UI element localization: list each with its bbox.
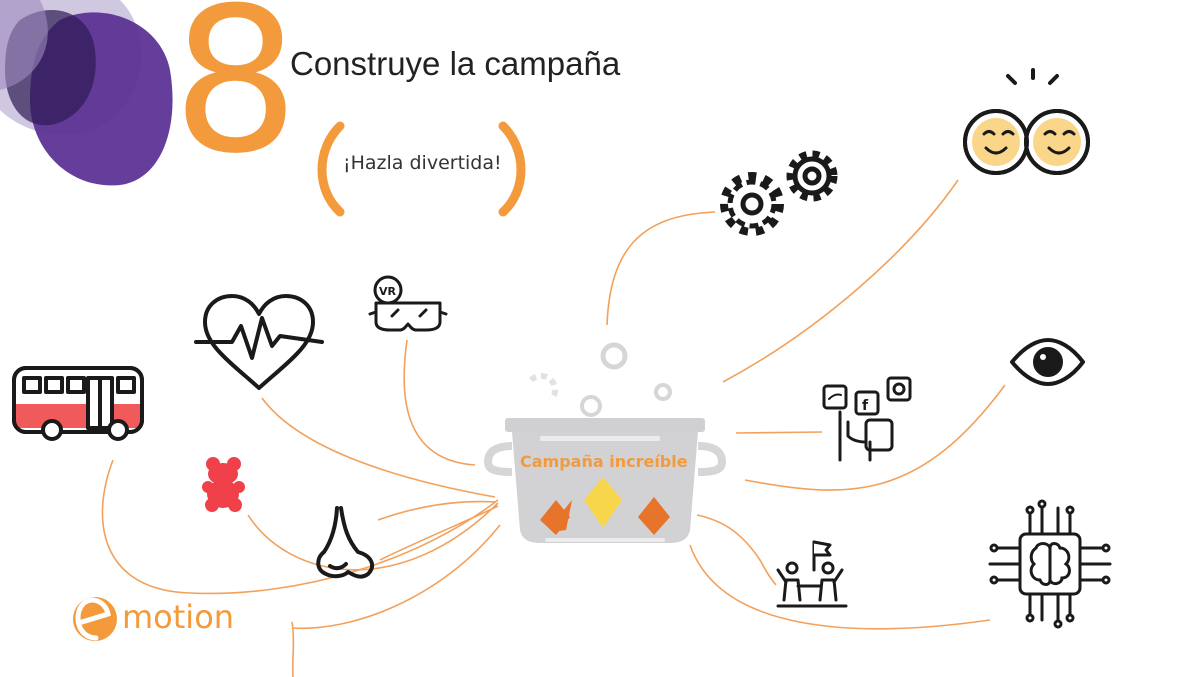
cooking-pot-icon (483, 342, 727, 543)
subtitle-brackets (317, 121, 526, 217)
gears-icon (720, 150, 838, 236)
slide-subtitle: ¡Hazla divertida! (343, 152, 502, 174)
svg-text:f: f (862, 398, 869, 414)
happy-faces-icon (963, 68, 1090, 175)
team-flag-icon (776, 540, 848, 608)
brand-logo-mark (73, 597, 117, 641)
ai-chip-brain-icon (988, 499, 1112, 629)
decorative-blobs (0, 0, 173, 186)
bus-icon (12, 366, 144, 441)
connector-lines (101, 179, 1006, 677)
svg-text:VR: VR (379, 285, 397, 298)
nose-icon (316, 506, 375, 579)
step-number: 8 (172, 0, 300, 198)
brand-logo-text: motion (122, 598, 235, 636)
slide-title: Construye la campaña (290, 45, 621, 82)
eye-icon (1010, 338, 1085, 386)
heart-rate-icon (194, 294, 324, 390)
pot-label: Campaña increíble (520, 452, 688, 471)
vr-headset-icon: VR (368, 275, 448, 332)
social-media-icon: f (822, 376, 912, 462)
gummy-bear-icon (202, 457, 245, 512)
